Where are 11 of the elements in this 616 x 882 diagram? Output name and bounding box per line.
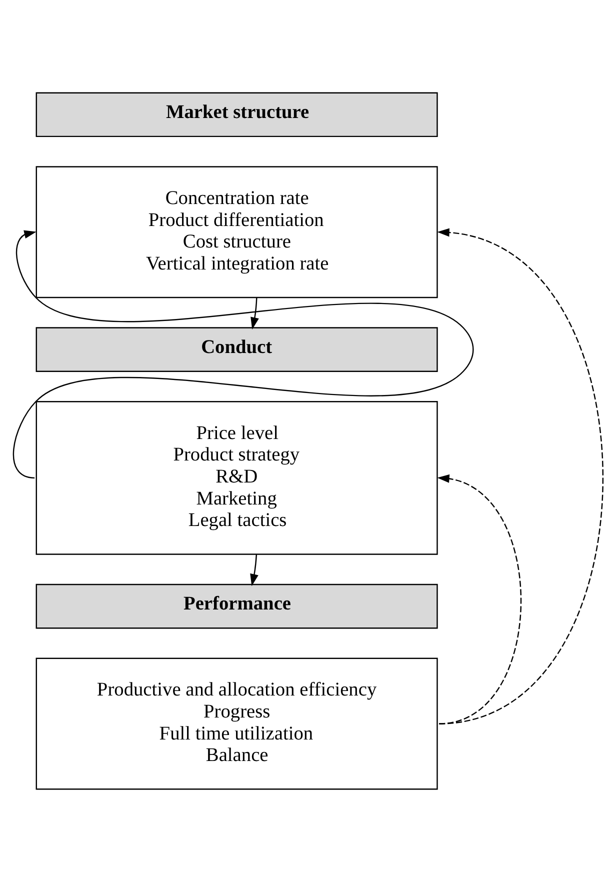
node-box: Performance [36, 584, 438, 629]
node-box: Concentration rate Product differentiation Cost structure Vertical integration rate [36, 166, 438, 298]
arrow [250, 298, 259, 330]
arrow [12, 230, 474, 479]
arrow [437, 228, 604, 724]
arrow [437, 474, 522, 724]
node-box: Market structure [36, 92, 438, 138]
arrow [250, 554, 258, 586]
node-box: Conduct [36, 327, 438, 372]
node-box: Price level Product strategy R&D Marketing Legal tactics [36, 401, 438, 555]
node-box: Productive and allocation efficiency Progress Full time utilization Balance [36, 658, 438, 790]
